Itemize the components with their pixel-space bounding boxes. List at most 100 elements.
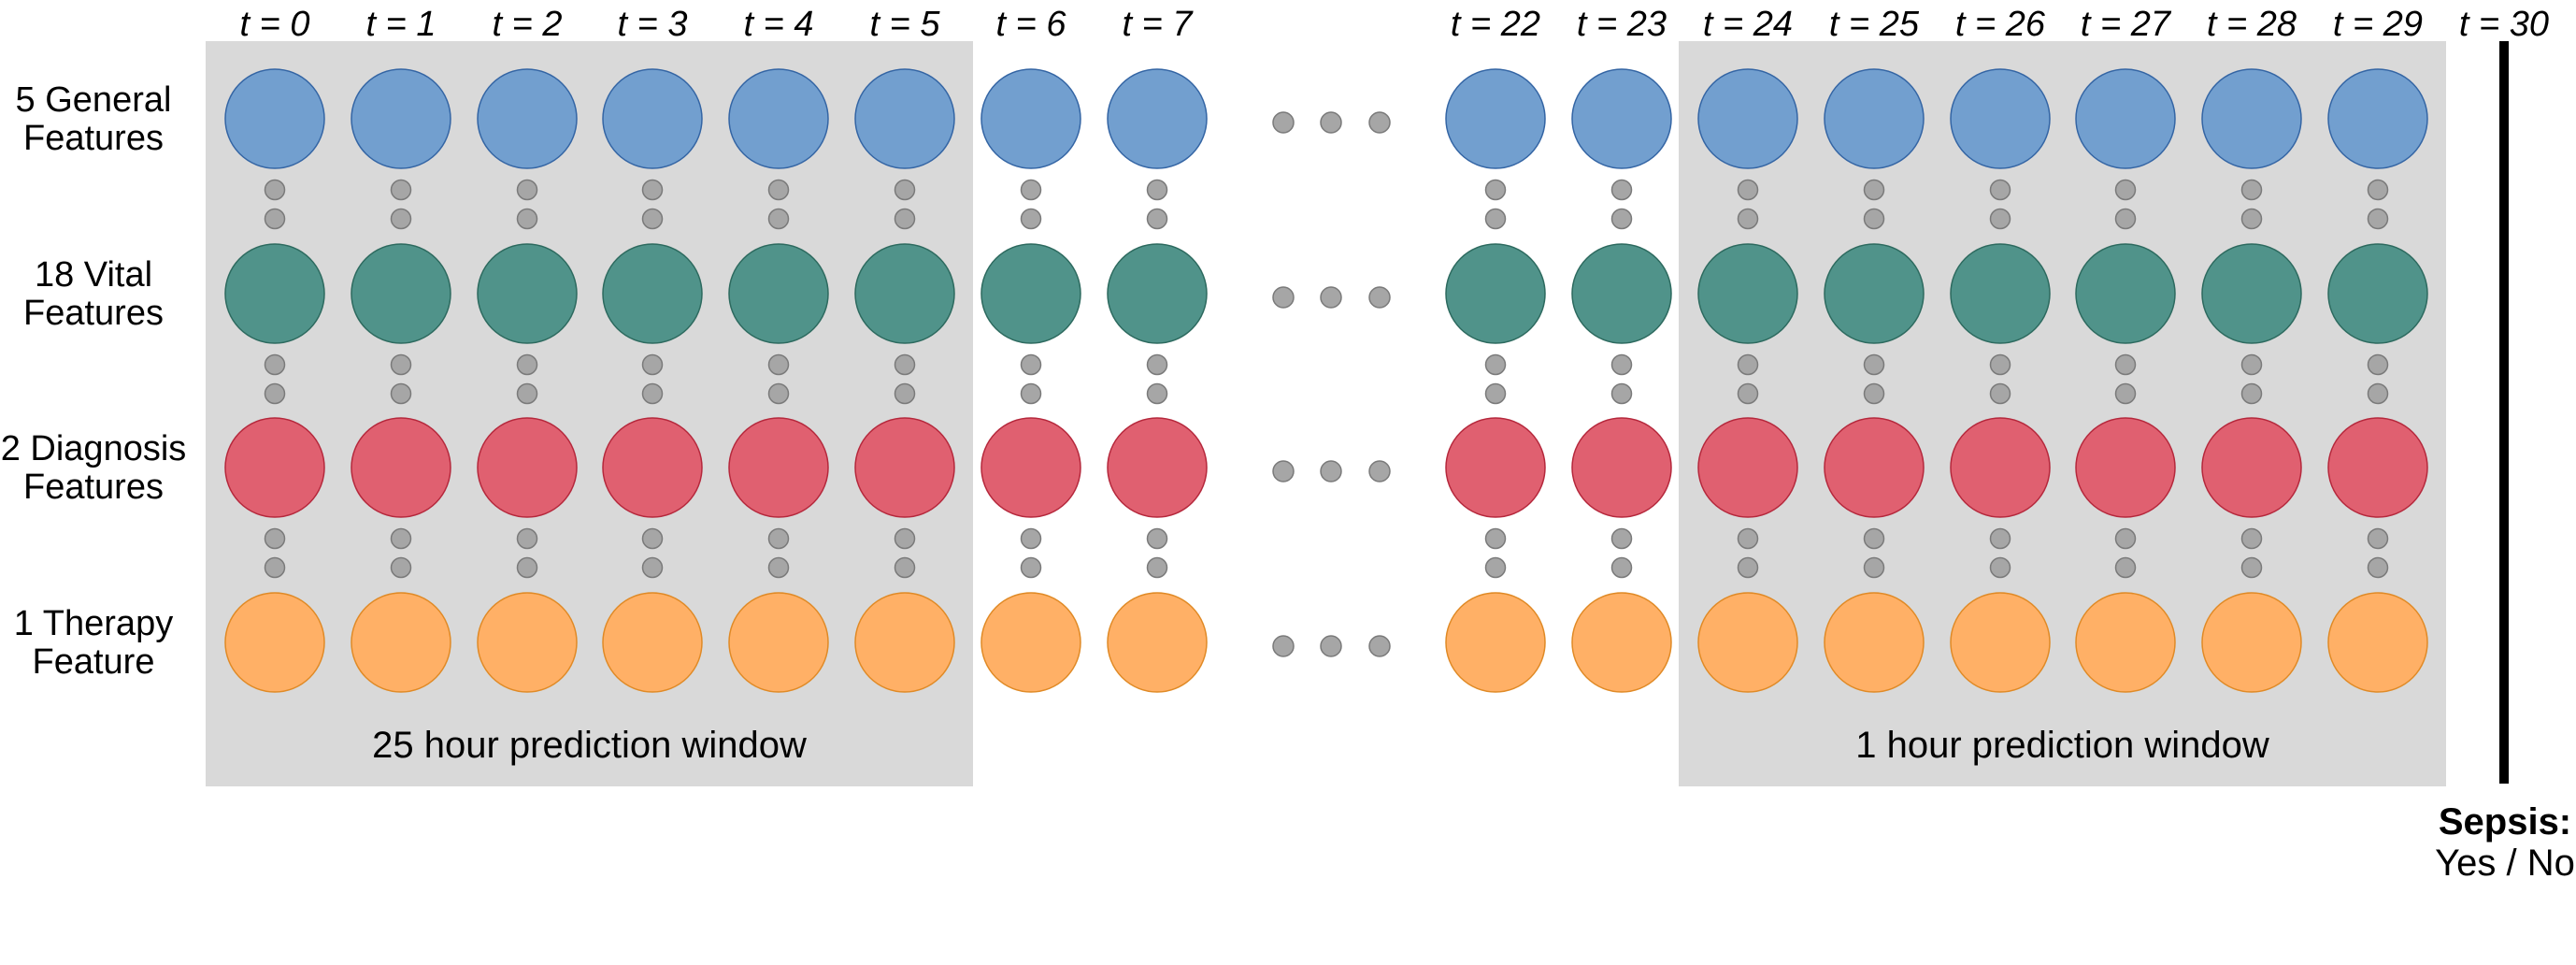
connector-dot <box>2114 179 2137 201</box>
connector-dot <box>1484 353 1507 376</box>
time-step-label: t = 3 <box>618 5 688 44</box>
connector-dot <box>390 179 412 201</box>
connector-dot <box>1020 527 1042 550</box>
feature-node <box>1571 68 1672 169</box>
feature-node <box>1824 243 1925 344</box>
feature-node <box>602 592 703 693</box>
connector-dot <box>1989 179 2011 201</box>
connector-dot <box>516 382 538 405</box>
feature-node <box>1445 417 1546 518</box>
connector-dot <box>1484 208 1507 230</box>
connector-dot <box>1863 556 1885 579</box>
prediction-window-label-2: 1 hour prediction window <box>1855 725 2269 766</box>
connector-dot <box>1989 382 2011 405</box>
connector-dot <box>2240 382 2263 405</box>
feature-node <box>2201 68 2302 169</box>
connector-dot <box>1020 179 1042 201</box>
ellipsis-dot <box>1320 286 1342 309</box>
connector-dot <box>1484 556 1507 579</box>
feature-node <box>1824 592 1925 693</box>
connector-dot <box>641 382 664 405</box>
connector-dot <box>767 382 790 405</box>
time-step-label: t = 24 <box>1703 5 1793 44</box>
feature-node <box>1824 68 1925 169</box>
connector-dot <box>2114 527 2137 550</box>
feature-node <box>2201 417 2302 518</box>
feature-node <box>854 592 955 693</box>
time-step-label: t = 28 <box>2207 5 2297 44</box>
time-step-label: t = 1 <box>366 5 436 44</box>
feature-node <box>980 592 1081 693</box>
connector-dot <box>767 556 790 579</box>
feature-node <box>980 417 1081 518</box>
ellipsis-dot <box>1368 635 1391 657</box>
connector-dot <box>894 556 916 579</box>
connector-dot <box>2114 382 2137 405</box>
connector-dot <box>641 179 664 201</box>
feature-node <box>854 243 955 344</box>
connector-dot <box>1863 382 1885 405</box>
feature-node <box>2075 68 2176 169</box>
ellipsis-dot <box>1320 635 1342 657</box>
feature-node <box>2327 417 2428 518</box>
feature-node <box>2327 592 2428 693</box>
connector-dot <box>390 527 412 550</box>
connector-dot <box>2367 382 2389 405</box>
ellipsis-dots <box>1272 111 1391 657</box>
connector-dot <box>264 179 286 201</box>
connector-dot <box>1989 353 2011 376</box>
feature-node <box>1824 417 1925 518</box>
connector-dot <box>264 353 286 376</box>
connector-dot <box>641 527 664 550</box>
connector-dot <box>1737 382 1759 405</box>
feature-node <box>2201 243 2302 344</box>
connector-dot <box>1863 179 1885 201</box>
feature-node <box>1950 243 2051 344</box>
feature-node <box>980 68 1081 169</box>
connector-dot <box>641 208 664 230</box>
connector-dot <box>2240 527 2263 550</box>
feature-node <box>477 68 578 169</box>
connector-dot <box>2240 179 2263 201</box>
ellipsis-dot <box>1368 460 1391 482</box>
time-step-label: t = 2 <box>493 5 563 44</box>
feature-node <box>2075 243 2176 344</box>
connector-dot <box>894 179 916 201</box>
feature-node <box>1697 68 1798 169</box>
prediction-window-2 <box>1679 41 2446 786</box>
connector-dot <box>1737 353 1759 376</box>
feature-node <box>1107 592 1208 693</box>
feature-node <box>728 68 829 169</box>
ellipsis-dot <box>1272 286 1295 309</box>
prediction-window-1 <box>206 41 973 786</box>
connector-dot <box>1020 556 1042 579</box>
connector-dot <box>1610 353 1633 376</box>
connector-dot <box>516 556 538 579</box>
connector-dot <box>1863 353 1885 376</box>
connector-dot <box>390 353 412 376</box>
connector-dot <box>894 382 916 405</box>
connector-dot <box>2114 353 2137 376</box>
connector-dot <box>1989 208 2011 230</box>
connector-dot <box>641 353 664 376</box>
connector-dot <box>516 353 538 376</box>
connector-dot <box>2240 353 2263 376</box>
ellipsis-dot <box>1272 635 1295 657</box>
feature-node <box>477 243 578 344</box>
feature-node <box>2075 417 2176 518</box>
feature-node <box>1697 592 1798 693</box>
connector-dot <box>894 353 916 376</box>
connector-dot <box>1484 179 1507 201</box>
feature-node <box>1445 243 1546 344</box>
connector-dot <box>1020 208 1042 230</box>
time-step-label: t = 0 <box>240 5 310 44</box>
time-step-label: t = 25 <box>1829 5 1920 44</box>
ellipsis-dot <box>1368 286 1391 309</box>
connector-dot <box>1146 527 1168 550</box>
connector-dot <box>767 208 790 230</box>
connector-dot <box>1989 527 2011 550</box>
connector-dot <box>1484 527 1507 550</box>
